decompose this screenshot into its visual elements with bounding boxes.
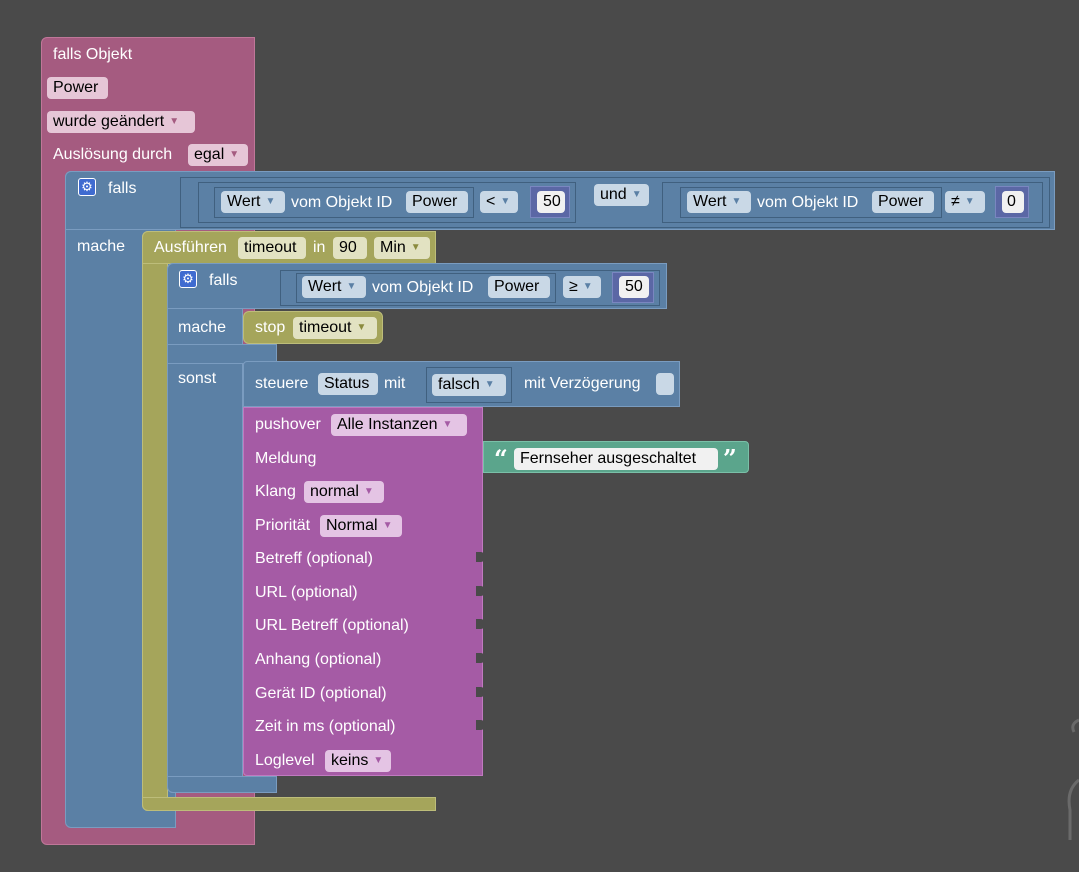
trigger-by-dropdown[interactable]: egal▼ — [188, 144, 248, 166]
control-with-label: mit — [384, 375, 406, 392]
inner-number-field[interactable]: 50 — [619, 276, 649, 298]
control-delay-label: mit Verzögerung — [524, 375, 641, 392]
priority-label: Priorität — [255, 517, 311, 534]
control-value-dropdown[interactable]: falsch▼ — [432, 374, 506, 396]
time-input-socket[interactable] — [476, 720, 484, 730]
timeout-unit-dropdown[interactable]: Min▼ — [374, 237, 430, 259]
dropdown-arrow-icon: ▼ — [265, 196, 276, 207]
trigger-object-field[interactable]: Power — [47, 77, 108, 99]
dropdown-arrow-icon: ▼ — [442, 419, 453, 430]
dropdown-arrow-icon: ▼ — [964, 196, 975, 207]
inner-if-else-band — [167, 344, 277, 364]
dropdown-arrow-icon: ▼ — [631, 189, 642, 200]
loglevel-dropdown[interactable]: keins▼ — [325, 750, 391, 772]
device-label: Gerät ID (optional) — [255, 685, 387, 702]
inner-if-label: falls — [209, 272, 238, 289]
time-label: Zeit in ms (optional) — [255, 718, 396, 735]
dropdown-arrow-icon: ▼ — [410, 242, 421, 253]
control-state-field[interactable]: Status — [318, 373, 378, 395]
left-prop-dropdown[interactable]: Wert▼ — [221, 191, 285, 213]
url-label: URL (optional) — [255, 584, 358, 601]
right-compare-block[interactable] — [662, 182, 1043, 223]
attachment-input-socket[interactable] — [476, 653, 484, 663]
timeout-name-field[interactable]: timeout — [238, 237, 306, 259]
url-title-input-socket[interactable] — [476, 619, 484, 629]
left-operator-dropdown[interactable]: <▼ — [480, 191, 518, 213]
control-delay-input[interactable] — [656, 373, 674, 395]
outer-if-label: falls — [108, 180, 137, 197]
attachment-label: Anhang (optional) — [255, 651, 382, 668]
dropdown-arrow-icon: ▼ — [582, 281, 593, 292]
subject-input-socket[interactable] — [476, 552, 484, 562]
inner-if-footer — [167, 776, 277, 793]
dropdown-arrow-icon: ▼ — [169, 116, 180, 127]
device-input-socket[interactable] — [476, 687, 484, 697]
trigger-by-label: Auslösung durch — [53, 146, 173, 163]
left-compare-block[interactable] — [198, 182, 576, 223]
dropdown-arrow-icon: ▼ — [500, 196, 511, 207]
right-of-label: vom Objekt ID — [757, 194, 859, 211]
timeout-in-label: in — [313, 239, 326, 256]
timeout-amount-field[interactable]: 90 — [333, 237, 367, 259]
url-title-label: URL Betreff (optional) — [255, 617, 409, 634]
stop-label: stop — [255, 319, 286, 336]
pushover-block[interactable] — [243, 407, 483, 776]
close-quote-icon: ” — [723, 444, 737, 473]
dropdown-arrow-icon: ▼ — [731, 196, 742, 207]
right-prop-dropdown[interactable]: Wert▼ — [687, 191, 751, 213]
loglevel-label: Loglevel — [255, 752, 315, 769]
trash-icon[interactable] — [1060, 710, 1079, 860]
right-value-block[interactable] — [680, 187, 942, 218]
gear-icon[interactable]: ⚙ — [78, 178, 96, 196]
and-condition-block[interactable] — [180, 177, 1050, 228]
message-label: Meldung — [255, 450, 317, 467]
right-number-field[interactable]: 0 — [1002, 191, 1024, 213]
dropdown-arrow-icon: ▼ — [356, 322, 367, 333]
control-value-block[interactable] — [426, 367, 512, 403]
dropdown-arrow-icon: ▼ — [363, 486, 374, 497]
inner-operator-dropdown[interactable]: ≥▼ — [563, 276, 601, 298]
inner-prop-dropdown[interactable]: Wert▼ — [302, 276, 366, 298]
inner-else-label: sonst — [178, 370, 217, 387]
inner-value-block[interactable] — [296, 273, 556, 303]
sound-label: Klang — [255, 483, 296, 500]
dropdown-arrow-icon: ▼ — [484, 379, 495, 390]
dropdown-arrow-icon: ▼ — [229, 149, 240, 160]
inner-of-label: vom Objekt ID — [372, 279, 474, 296]
message-text-field[interactable]: Fernseher ausgeschaltet — [514, 448, 718, 470]
priority-dropdown[interactable]: Normal▼ — [320, 515, 402, 537]
outer-do-label: mache — [77, 238, 126, 255]
left-value-block[interactable] — [214, 187, 474, 218]
subject-label: Betreff (optional) — [255, 550, 373, 567]
dropdown-arrow-icon: ▼ — [373, 755, 384, 766]
dropdown-arrow-icon: ▼ — [382, 520, 393, 531]
left-number-field[interactable]: 50 — [537, 191, 565, 213]
left-object-field[interactable]: Power — [406, 191, 468, 213]
sound-dropdown[interactable]: normal▼ — [304, 481, 384, 503]
pushover-label: pushover — [255, 416, 321, 433]
timeout-label: Ausführen — [154, 239, 227, 256]
stop-name-dropdown[interactable]: timeout▼ — [293, 317, 377, 339]
timeout-footer — [142, 797, 436, 811]
gear-icon[interactable]: ⚙ — [179, 270, 197, 288]
inner-if-block[interactable] — [167, 263, 243, 793]
open-quote-icon: “ — [494, 444, 508, 473]
right-operator-dropdown[interactable]: ≠▼ — [945, 191, 985, 213]
timeout-block[interactable] — [142, 231, 168, 811]
inner-do-label: mache — [178, 319, 227, 336]
inner-compare-block[interactable] — [280, 270, 660, 306]
logic-operator-dropdown[interactable]: und▼ — [594, 184, 649, 206]
inner-object-field[interactable]: Power — [488, 276, 550, 298]
trigger-label: falls Objekt — [53, 46, 133, 63]
right-object-field[interactable]: Power — [872, 191, 934, 213]
url-input-socket[interactable] — [476, 586, 484, 596]
control-label: steuere — [255, 375, 309, 392]
pushover-instance-dropdown[interactable]: Alle Instanzen▼ — [331, 414, 467, 436]
left-of-label: vom Objekt ID — [291, 194, 393, 211]
dropdown-arrow-icon: ▼ — [346, 281, 357, 292]
trigger-condition-dropdown[interactable]: wurde geändert▼ — [47, 111, 195, 133]
